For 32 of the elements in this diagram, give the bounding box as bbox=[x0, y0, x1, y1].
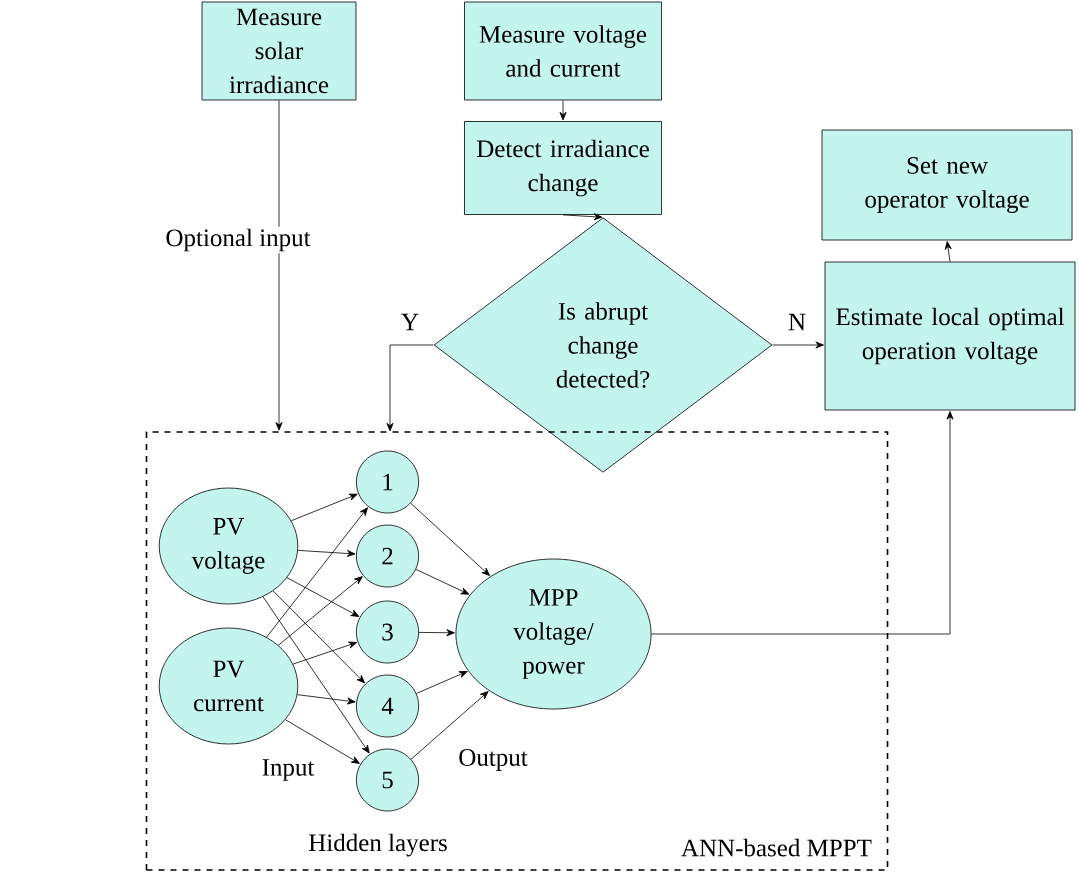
arrow bbox=[286, 577, 360, 617]
arrow bbox=[651, 411, 954, 635]
process-box: Detect irradiance change bbox=[464, 121, 662, 215]
arrow bbox=[278, 576, 363, 646]
edge-label: N bbox=[786, 311, 809, 333]
arrow bbox=[275, 100, 283, 431]
process-box: Estimate local optimal operation voltage bbox=[824, 261, 1076, 411]
arrow bbox=[272, 590, 365, 684]
arrow bbox=[772, 341, 824, 349]
arrow bbox=[262, 596, 370, 754]
arrow bbox=[386, 344, 434, 432]
arrow bbox=[562, 213, 603, 221]
arrow bbox=[292, 641, 358, 665]
arrow bbox=[410, 691, 489, 760]
arrow bbox=[559, 100, 567, 121]
arrow bbox=[418, 629, 455, 637]
process-box: Set new operator voltage bbox=[821, 129, 1073, 241]
arrow bbox=[290, 493, 358, 522]
arrow bbox=[410, 502, 491, 576]
arrow bbox=[944, 241, 952, 262]
edge-label: Y bbox=[399, 311, 422, 333]
edge-label: Optional input bbox=[163, 226, 313, 254]
layer-label: Input bbox=[262, 759, 315, 781]
process-box: Measure solar irradiance bbox=[201, 1, 357, 101]
arrow bbox=[285, 719, 360, 764]
arrow bbox=[415, 569, 470, 595]
process-box: Measure voltage and current bbox=[464, 1, 662, 101]
arrow bbox=[297, 550, 356, 557]
arrow bbox=[297, 694, 356, 705]
layer-label: Output bbox=[459, 749, 528, 771]
arrow bbox=[416, 671, 468, 694]
arrow bbox=[266, 507, 368, 638]
